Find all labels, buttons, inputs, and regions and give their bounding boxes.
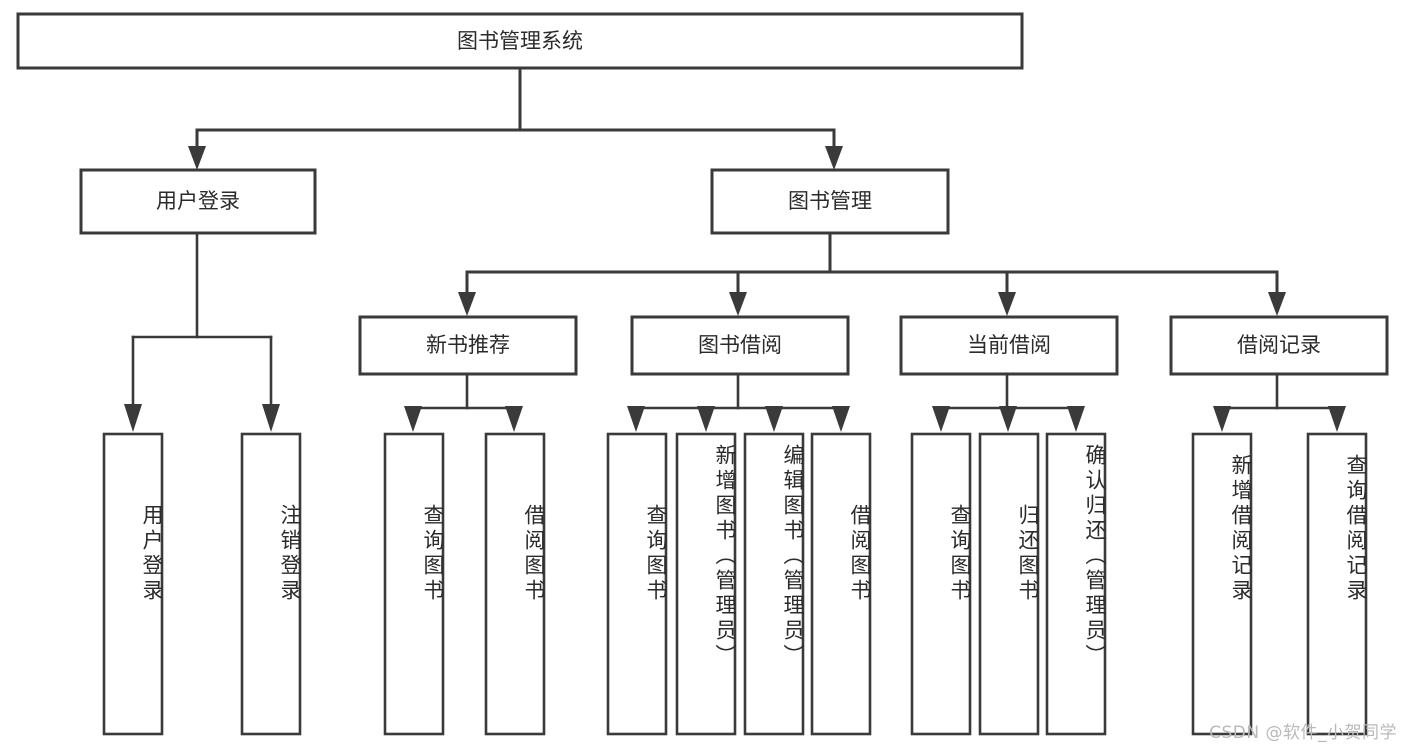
connector-root-to-level2 [188,66,843,170]
leaf-add-borrow-record[interactable] [1191,432,1253,736]
node-new-book-recommend-label: 新书推荐 [426,333,510,357]
node-user-login-label: 用户登录 [156,189,240,213]
node-current-borrow-label: 当前借阅 [967,333,1051,357]
node-root-label: 图书管理系统 [457,29,583,53]
leaf-borrow-book-2[interactable] [810,432,872,736]
node-new-book-recommend[interactable]: 新书推荐 [358,315,578,376]
node-root[interactable]: 图书管理系统 [16,12,1024,70]
node-book-borrow[interactable]: 图书借阅 [630,315,850,376]
leaf-edit-book-admin[interactable] [743,432,805,736]
connector-current-borrow-to-leaves [932,373,1085,432]
leaf-logout-login[interactable] [240,432,302,736]
connector-borrow-record-to-leaves [1213,373,1346,432]
leaf-borrow-book-1[interactable] [484,432,546,736]
leaf-query-borrow-record[interactable] [1306,432,1368,736]
node-book-management[interactable]: 图书管理 [710,168,950,235]
node-user-login[interactable]: 用户登录 [79,168,317,235]
node-borrow-record-label: 借阅记录 [1237,333,1321,357]
node-borrow-record[interactable]: 借阅记录 [1169,315,1389,376]
leaf-query-book-1[interactable] [383,432,445,736]
leaf-confirm-return-admin[interactable] [1045,432,1107,736]
connector-book-management-to-level3 [458,231,1286,316]
node-book-management-label: 图书管理 [788,189,872,213]
node-book-borrow-label: 图书借阅 [698,333,782,357]
connector-user-login-to-leaves [124,231,280,432]
leaf-query-book-2[interactable] [606,432,668,736]
leaf-return-book[interactable] [978,432,1040,736]
connector-book-borrow-to-leaves [627,373,850,432]
leaf-user-login[interactable] [102,432,164,736]
leaf-add-book-admin[interactable] [675,432,737,736]
leaf-query-book-3[interactable] [910,432,972,736]
node-current-borrow[interactable]: 当前借阅 [899,315,1119,376]
connector-new-book-recommend-to-leaves [404,373,523,432]
csdn-watermark: CSDN @软件_小贺同学 [1209,723,1397,743]
